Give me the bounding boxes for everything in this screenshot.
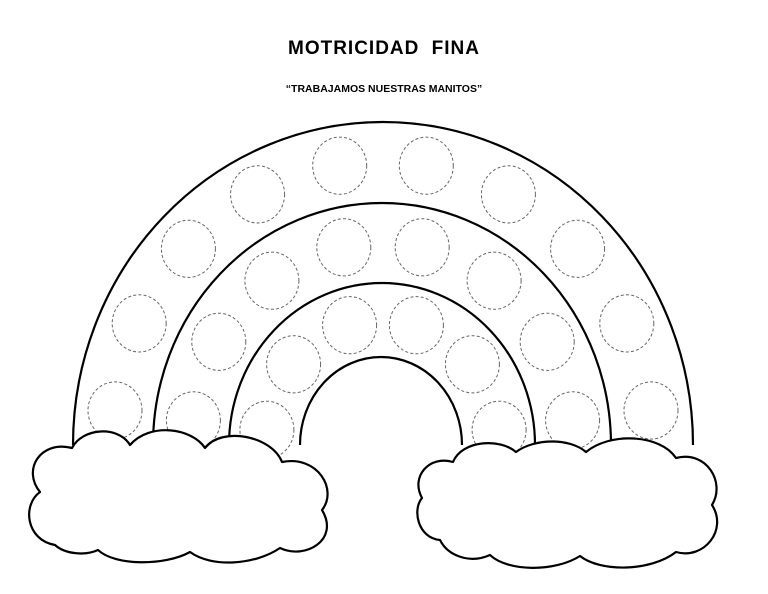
rainbow-arc-band1-inner [151,201,613,446]
dotted-circle [599,294,655,353]
dotted-circle [230,165,286,224]
dotted-circle [266,335,322,394]
rainbow-arc-band2-inner [227,281,537,446]
dotted-circle [322,296,378,355]
dotted-circle [160,219,216,278]
dotted-circle [388,296,444,355]
cloud-right [416,437,719,569]
dotted-circle [466,251,522,310]
dotted-circle [111,294,167,353]
dotted-circle [550,219,606,278]
dotted-circles [87,136,679,459]
dotted-circle [191,312,247,371]
worksheet-title: MOTRICIDAD FINA [288,38,480,59]
rainbow-arc-outer-edge [71,120,695,446]
cloud-left [28,429,329,564]
dotted-circle [87,381,143,440]
dotted-circle [623,381,679,440]
dotted-circle [398,136,454,195]
dotted-circle [444,335,500,394]
dotted-circle [316,218,372,277]
worksheet-subtitle: “TRABAJAMOS NUESTRAS MANITOS” [285,83,483,95]
rainbow-arcs [71,120,695,446]
rainbow-arc-band3-inner [298,355,464,446]
dotted-circle [394,218,450,277]
dotted-circle [312,136,368,195]
dotted-circle [480,165,536,224]
dotted-circle [244,251,300,310]
dotted-circle [519,312,575,371]
